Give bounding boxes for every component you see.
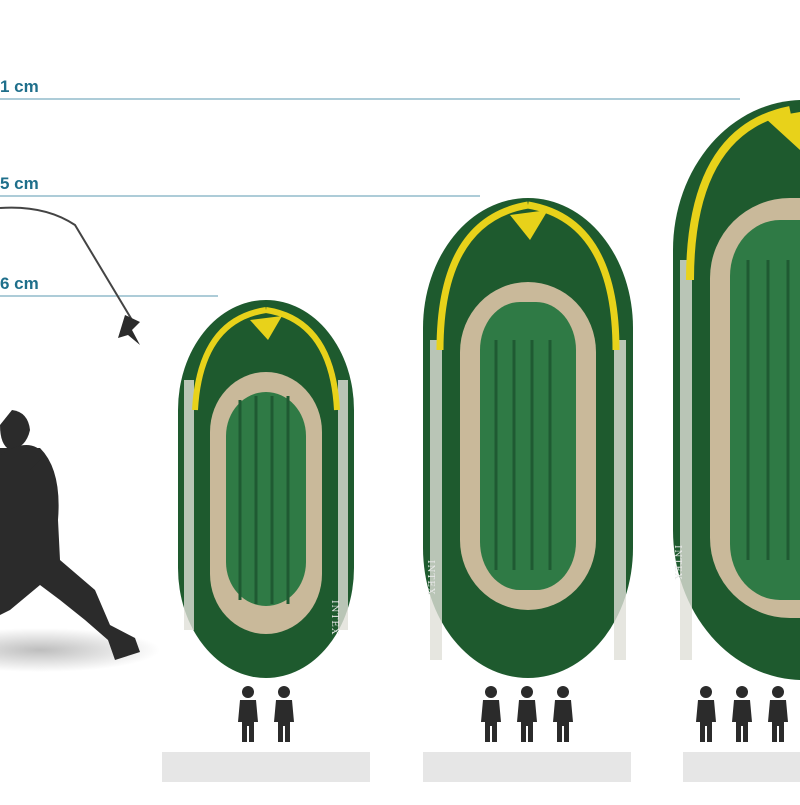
measure-label-2: 5 cm [0,174,39,193]
person-icon [732,686,752,742]
person-icon [274,686,294,742]
boat-1-brand: INTEX [329,600,339,635]
boat-4-person: INTEX [672,100,800,680]
boat-2-person: INTEX [178,300,354,678]
measure-label-1: 1 cm [0,77,39,96]
person-icon [238,686,258,742]
measure-label-3: 6 cm [0,274,39,293]
fisherman-silhouette [0,206,160,672]
person-icon [768,686,788,742]
platform-2 [423,752,631,782]
platform-1 [162,752,370,782]
person-icon [696,686,716,742]
capacity-icons [238,686,788,742]
person-icon [517,686,537,742]
boat-3-person: INTEX [423,198,633,678]
person-icon [553,686,573,742]
person-icon [481,686,501,742]
boat-3-brand: INTEX [672,545,682,580]
boat-2-brand: INTEX [425,560,435,595]
platform-3 [683,752,800,782]
